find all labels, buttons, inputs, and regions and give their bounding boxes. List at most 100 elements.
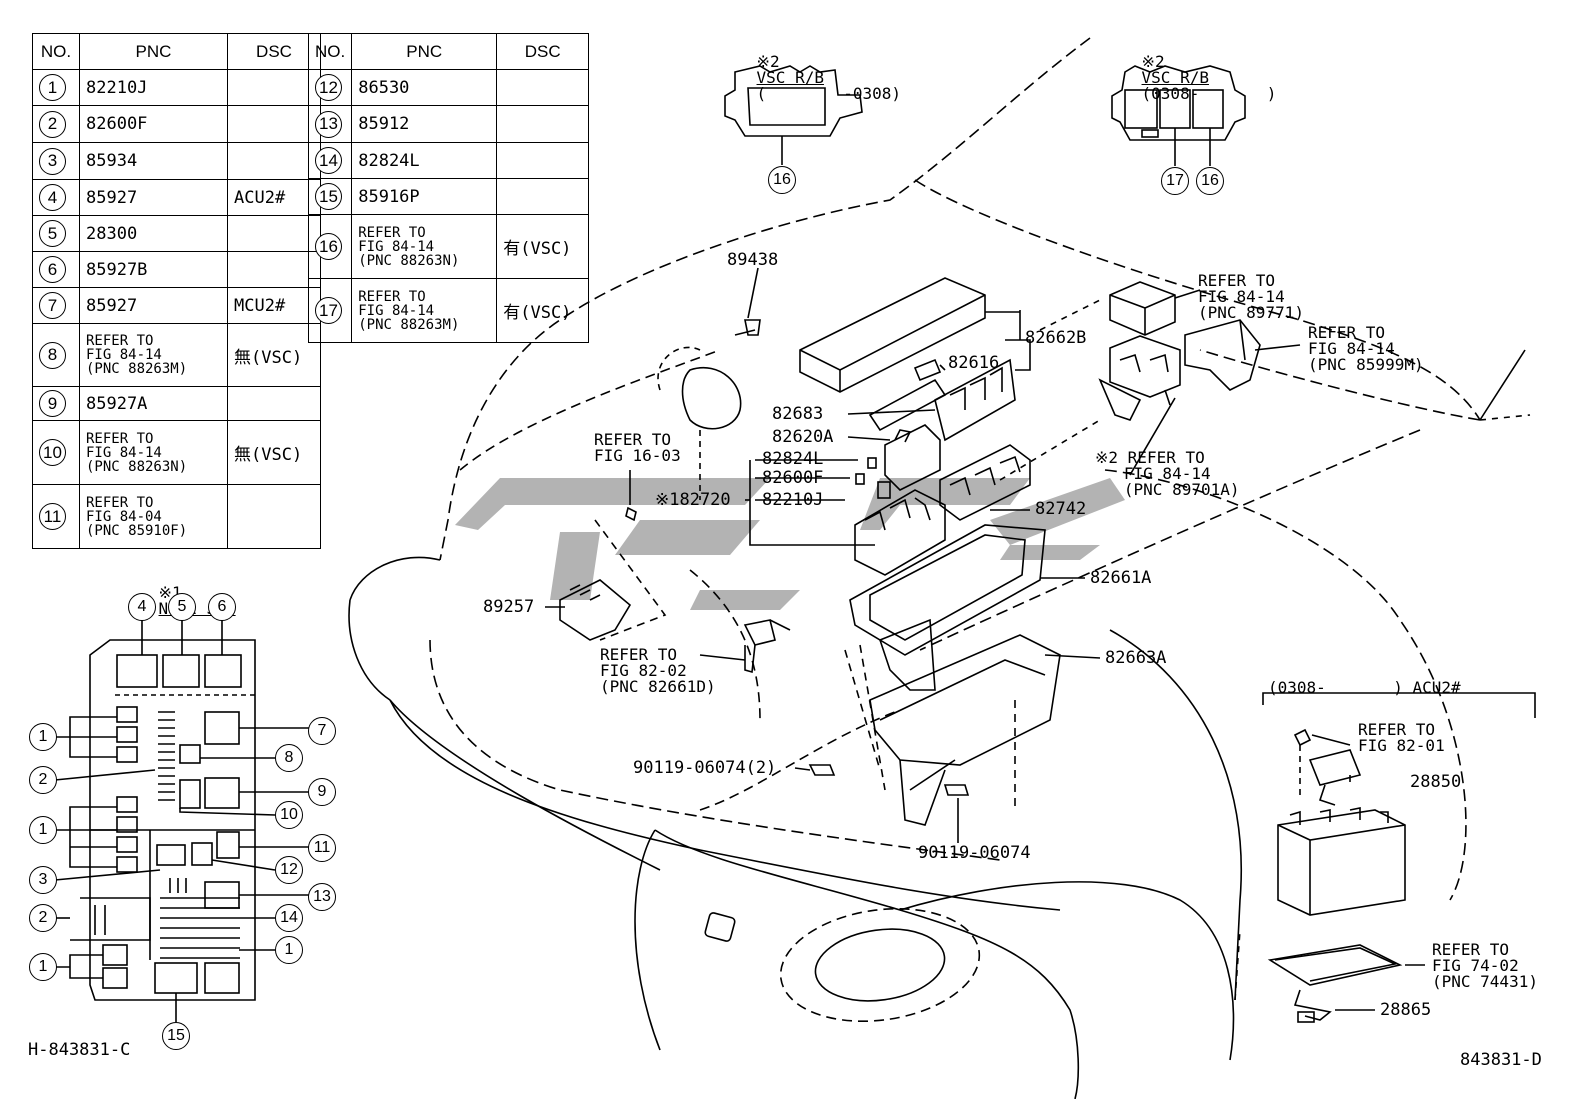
vsc-rb-right-drawing xyxy=(1111,65,1246,166)
row-number-circle: 1 xyxy=(39,74,66,101)
label-82600F: 82600F xyxy=(762,468,824,488)
row-pnc: 82210J xyxy=(79,69,228,106)
pnc-value: 82210J xyxy=(86,77,148,98)
battery-drawing xyxy=(1234,692,1536,1023)
label-leaders xyxy=(545,267,1425,1011)
row-number: 14 xyxy=(307,142,353,179)
jb-callout: 12 xyxy=(275,856,303,884)
vsc-left-mark: ※2 xyxy=(756,52,780,71)
pnc-value: 28300 xyxy=(86,223,138,244)
row-number-circle: 10 xyxy=(39,439,66,466)
vsc-right-name: VSC R/B xyxy=(1141,68,1209,87)
label-28865: 28865 xyxy=(1380,1000,1432,1020)
row-dsc xyxy=(496,69,590,106)
vsc-right-callout-17: 17 xyxy=(1161,167,1189,195)
row-number-circle: 6 xyxy=(39,256,66,283)
jb-callout: 11 xyxy=(308,834,336,862)
jb-callout: 10 xyxy=(275,801,303,829)
pnc-value: 85916P xyxy=(358,186,420,207)
row-pnc: REFER TO FIG 84-14 (PNC 88263N) xyxy=(79,420,228,485)
row-dsc: 有(VSC) xyxy=(496,214,590,279)
drawing-code-left: H-843831-C xyxy=(28,1040,131,1060)
pnc-value: REFER TO FIG 84-14 (PNC 88263M) xyxy=(86,333,188,377)
vsc-rb-left-title: ※2 VSC R/B ( -0308) xyxy=(718,38,902,118)
watermark-logo xyxy=(455,478,1125,610)
pnc-value: 82600F xyxy=(86,114,148,134)
table-row: 2 82600F xyxy=(32,105,321,143)
pnc-value: 85927 xyxy=(86,295,138,316)
refer-fig-82-02: REFER TO FIG 82-02 (PNC 82661D) xyxy=(600,645,716,696)
jb-callout: 13 xyxy=(308,883,336,911)
header-pnc: PNC xyxy=(351,33,498,70)
row-number-circle: 2 xyxy=(39,110,66,138)
row-number: 3 xyxy=(32,142,80,180)
vsc-rb-left-drawing xyxy=(724,65,863,165)
pnc-value: REFER TO FIG 84-04 (PNC 85910F) xyxy=(86,494,188,539)
row-number-circle: 4 xyxy=(39,184,66,211)
row-pnc: 86530 xyxy=(351,69,498,106)
jb-callout: 5 xyxy=(168,593,196,621)
row-number: 7 xyxy=(32,287,80,324)
jb-callout: 2 xyxy=(29,766,57,794)
header-no: NO. xyxy=(32,33,80,70)
jb-callout: 8 xyxy=(275,744,303,772)
row-number: 5 xyxy=(32,215,80,252)
battery-range-label: (0308- ) ACU2# xyxy=(1268,678,1461,697)
relay-right-parts xyxy=(1098,281,1261,421)
pnc-value: 85927A xyxy=(86,393,148,414)
row-number: 12 xyxy=(307,69,353,106)
row-number-circle: 14 xyxy=(315,147,342,174)
row-number-circle: 8 xyxy=(39,341,66,369)
pnc-value: 85912 xyxy=(358,114,410,134)
bracket-ref-82-02 xyxy=(743,619,791,674)
refer-fig-74-02: REFER TO FIG 74-02 (PNC 74431) xyxy=(1432,940,1538,991)
jb-callout: 14 xyxy=(275,904,303,932)
row-pnc: 85927 xyxy=(79,287,228,324)
header-dsc: DSC xyxy=(496,33,590,70)
row-number: 6 xyxy=(32,251,80,288)
row-pnc: 85927B xyxy=(79,251,228,288)
row-dsc xyxy=(496,105,590,143)
row-pnc: 85912 xyxy=(351,105,498,143)
header-pnc: PNC xyxy=(79,33,228,70)
row-number-circle: 13 xyxy=(315,110,342,138)
pnc-value: REFER TO FIG 84-14 (PNC 88263N) xyxy=(86,430,188,475)
jb-callout: 4 xyxy=(128,593,156,621)
row-number-circle: 5 xyxy=(39,220,66,247)
row-number: 1 xyxy=(32,69,80,106)
row-number: 17 xyxy=(307,278,353,343)
jb-callout: 15 xyxy=(162,1022,190,1050)
pnc-value: REFER TO FIG 84-14 (PNC 88263M) xyxy=(358,288,460,333)
label-82620A: 82620A xyxy=(772,427,834,447)
vsc-rb-right-title: ※2 VSC R/B (0308- ) xyxy=(1103,38,1277,118)
label-90119-06074: 90119-06074 xyxy=(918,843,1031,863)
refer-fig-84-14-85999m: REFER TO FIG 84-14 (PNC 85999M) xyxy=(1308,323,1424,374)
row-number-circle: 15 xyxy=(315,183,342,210)
jb-callout: 1 xyxy=(29,953,57,981)
label-82683: 82683 xyxy=(772,404,824,424)
vsc-right-range: (0308- ) xyxy=(1141,84,1277,103)
row-pnc: REFER TO FIG 84-14 (PNC 88263M) xyxy=(351,278,498,343)
pnc-value: 85927 xyxy=(86,187,138,208)
vsc-right-callout-16: 16 xyxy=(1196,167,1224,195)
pnc-value: 85927B xyxy=(86,259,148,280)
label-89438: 89438 xyxy=(727,250,779,270)
row-dsc xyxy=(496,142,590,179)
jb-layout-drawing xyxy=(54,620,310,1022)
row-number-circle: 7 xyxy=(39,292,66,319)
row-dsc xyxy=(496,178,590,215)
refer-fig-84-14-89771: REFER TO FIG 84-14 (PNC 89771) xyxy=(1198,271,1304,322)
row-dsc: 無(VSC) xyxy=(227,420,321,485)
pnc-value: 86530 xyxy=(358,77,410,98)
jb-callout: 1 xyxy=(29,816,57,844)
table-row: 10 REFER TO FIG 84-14 (PNC 88263N) 無(VSC) xyxy=(32,420,321,485)
header-no: NO. xyxy=(307,33,353,70)
refer-fig-84-14-89701a: ※2 REFER TO FIG 84-14 (PNC 89701A) xyxy=(1095,448,1240,499)
